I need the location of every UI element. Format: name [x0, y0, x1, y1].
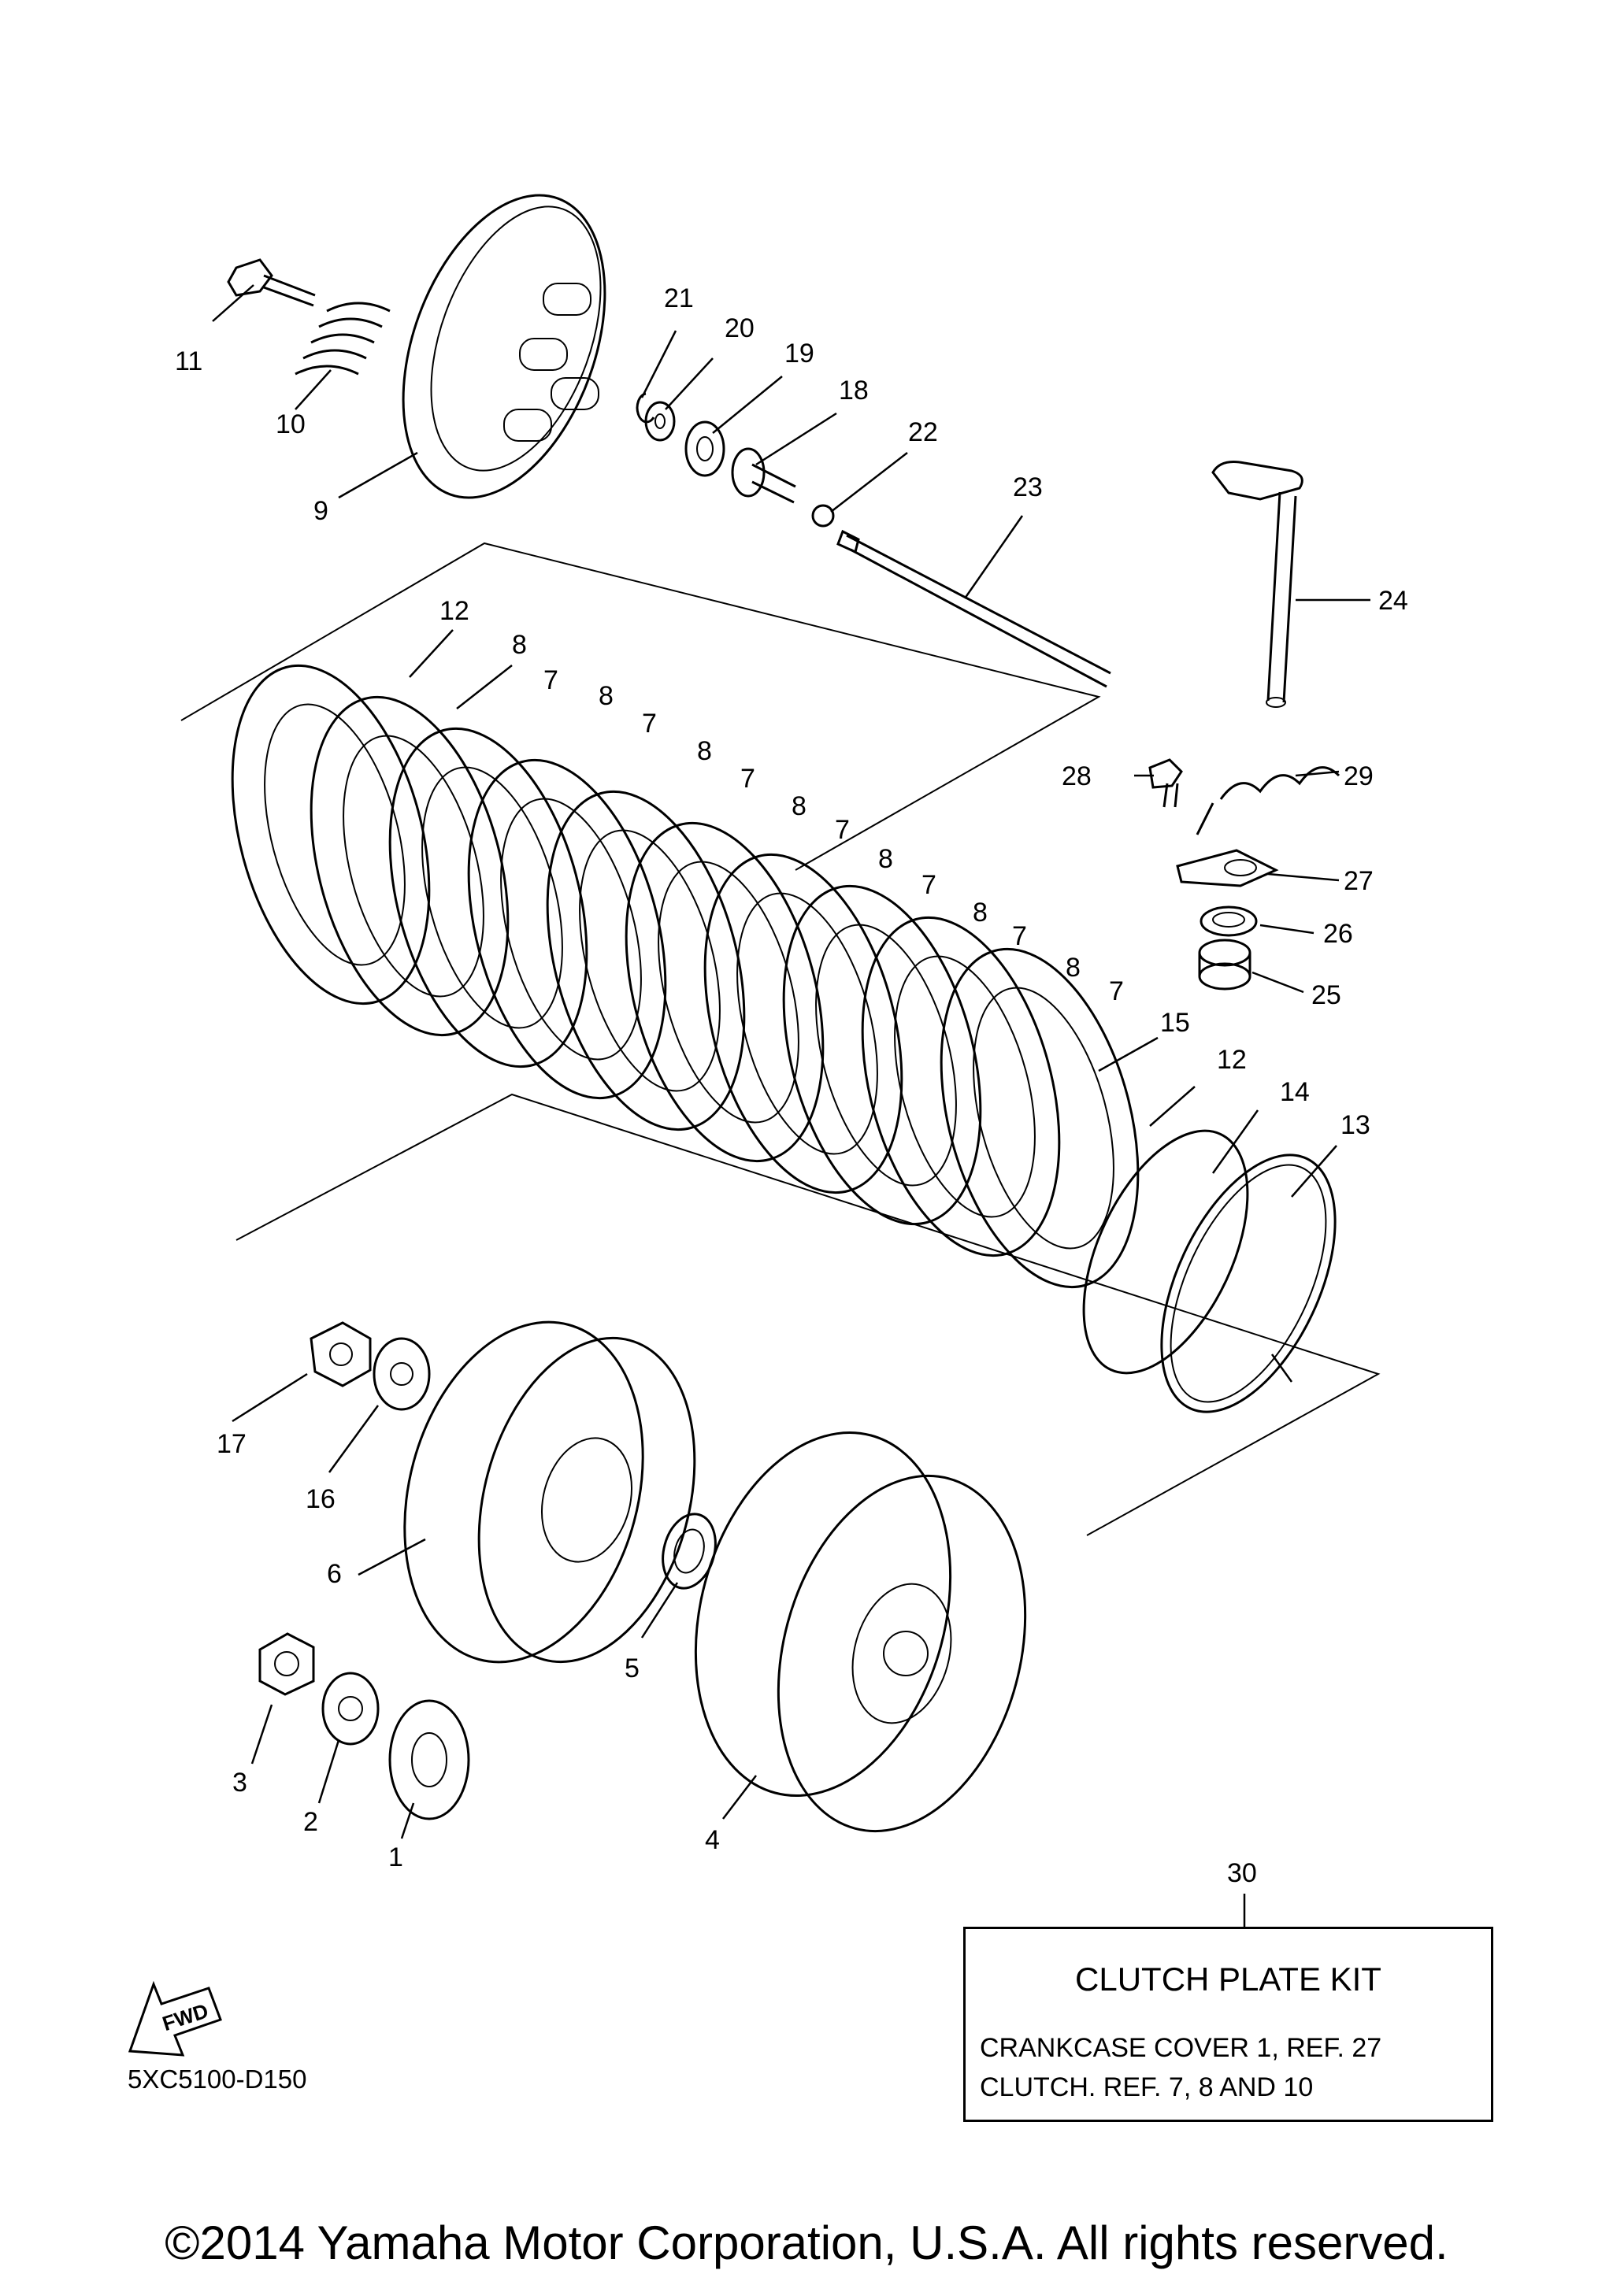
plate-stack-boundary	[180, 542, 1381, 1536]
callout-8-g: 8	[1066, 953, 1081, 983]
callout-27: 27	[1344, 866, 1374, 896]
clutch-plate-stack	[231, 664, 1140, 1289]
callout-21: 21	[664, 283, 694, 313]
callout-11: 11	[175, 346, 202, 376]
spring-bolt	[227, 258, 316, 307]
callout-8-f: 8	[973, 898, 988, 928]
callout-7-f: 7	[1012, 921, 1027, 951]
callout-13: 13	[1340, 1110, 1370, 1140]
callout-1: 1	[388, 1842, 403, 1872]
callout-8-a: 8	[512, 630, 527, 660]
lever-bolt	[1148, 758, 1183, 808]
ball	[811, 504, 835, 528]
callout-7-e: 7	[921, 870, 936, 900]
diagram-code: 5XC5100-D150	[128, 2065, 307, 2094]
callout-2: 2	[303, 1807, 318, 1837]
callout-25: 25	[1311, 980, 1341, 1010]
callout-23: 23	[1013, 472, 1043, 502]
callout-20: 20	[725, 313, 755, 343]
callout-17: 17	[217, 1429, 247, 1459]
callout-6: 6	[327, 1559, 342, 1589]
tab-washer	[321, 1672, 380, 1746]
lock-nut	[310, 1321, 372, 1387]
seat-ring	[1160, 1154, 1337, 1413]
fwd-arrow-icon: FWD	[128, 1980, 222, 2057]
callout-12-top: 12	[439, 596, 469, 626]
clutch-housing	[694, 1431, 1027, 1833]
callout-7-c: 7	[740, 764, 755, 794]
callout-7-b: 7	[642, 709, 657, 739]
fwd-label: FWD	[159, 1998, 211, 2035]
callout-7-a: 7	[543, 665, 558, 695]
leader-lines	[212, 284, 1370, 1927]
push-lever-shaft	[1211, 461, 1303, 708]
hex-nut	[258, 1632, 315, 1696]
callout-16: 16	[306, 1484, 336, 1514]
callout-labels: 11 10 9 21 20 19 18 22 23 24 28 29 27 26…	[175, 283, 1408, 1888]
callout-12-bottom: 12	[1217, 1045, 1247, 1075]
circlip	[636, 392, 655, 424]
oil-seal	[1200, 905, 1258, 937]
callout-15: 15	[1160, 1008, 1190, 1038]
thrust-bearing	[684, 420, 725, 477]
callout-10: 10	[276, 409, 306, 439]
push-rod-2	[836, 529, 1111, 688]
callout-8-e: 8	[878, 844, 893, 874]
kit-note-crankcase: CRANKCASE COVER 1, REF. 27	[980, 2033, 1382, 2063]
callout-22: 22	[908, 417, 938, 447]
callout-5: 5	[625, 1653, 640, 1683]
callout-7-d: 7	[835, 815, 850, 845]
callout-24: 24	[1378, 586, 1408, 616]
washer	[644, 401, 676, 442]
pressure-plate	[402, 194, 606, 499]
wire-circlip-ring	[1082, 1129, 1249, 1375]
clutch-spring	[295, 302, 391, 376]
callout-26: 26	[1323, 919, 1353, 949]
callout-3: 3	[232, 1768, 247, 1798]
callout-18: 18	[839, 376, 869, 406]
kit-title: CLUTCH PLATE KIT	[1075, 1961, 1381, 1998]
needle-bearing	[1198, 939, 1251, 991]
lock-washer	[373, 1337, 431, 1411]
callout-30: 30	[1227, 1858, 1257, 1888]
callout-8-d: 8	[792, 791, 806, 821]
callout-8-c: 8	[697, 736, 712, 766]
clutch-boss	[403, 1320, 696, 1664]
kit-note-clutch: CLUTCH. REF. 7, 8 AND 10	[980, 2072, 1314, 2102]
lever-plate	[1176, 849, 1279, 887]
copyright-notice: ©2014 Yamaha Motor Corporation, U.S.A. A…	[165, 2216, 1448, 2269]
push-rod-1	[731, 447, 796, 504]
callout-14: 14	[1280, 1077, 1310, 1107]
callout-9: 9	[313, 496, 328, 526]
clutch-plate-kit-box: CLUTCH PLATE KIT CRANKCASE COVER 1, REF.…	[963, 1927, 1493, 2122]
callout-19: 19	[784, 339, 814, 368]
callout-29: 29	[1344, 761, 1374, 791]
callout-7-g: 7	[1109, 976, 1124, 1006]
torsion-spring	[1196, 766, 1340, 835]
callout-8-b: 8	[599, 681, 614, 711]
callout-4: 4	[705, 1825, 720, 1855]
primary-drive-gear	[388, 1699, 470, 1820]
callout-28: 28	[1062, 761, 1092, 791]
